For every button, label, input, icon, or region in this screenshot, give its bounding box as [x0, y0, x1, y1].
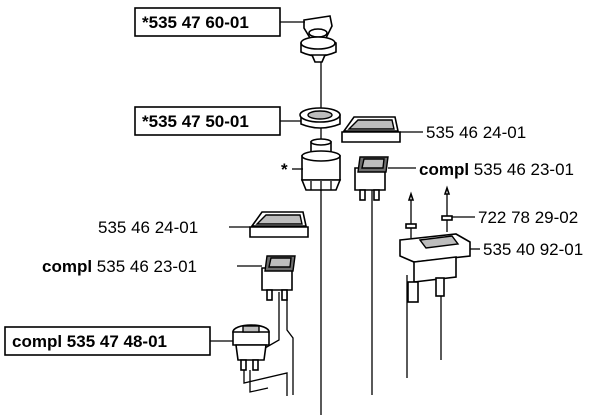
label-connector: compl 535 47 48-01	[12, 332, 167, 351]
left-switch-wire	[286, 292, 294, 395]
switch-body-part	[300, 138, 342, 191]
label-switch-left-number: 535 46 23-01	[97, 257, 197, 276]
label-regulator: 535 40 92-01	[483, 240, 583, 259]
label-box-nut	[134, 106, 281, 136]
label-cover-left: 535 46 24-01	[98, 218, 198, 237]
regulator-part	[399, 233, 471, 303]
key-switch-part	[300, 15, 337, 63]
connector-part	[232, 324, 270, 371]
label-switch-left: compl 535 46 23-01	[42, 257, 197, 276]
label-box-key-switch	[134, 7, 281, 37]
label-pin: 722 78 29-02	[478, 208, 578, 227]
connector-wire-2	[249, 370, 269, 393]
rocker-switch-left-part	[261, 255, 296, 301]
label-switch-top: compl 535 46 23-01	[419, 160, 574, 179]
label-cover-top: 535 46 24-01	[426, 123, 526, 142]
label-key-switch: *535 47 60-01	[142, 13, 249, 32]
rubber-cover-left-part	[249, 211, 309, 238]
label-asterisk: *	[281, 160, 288, 179]
pin-part-right	[441, 185, 453, 232]
rocker-switch-top-part	[354, 156, 389, 201]
label-switch-top-number: 535 46 23-01	[474, 160, 574, 179]
label-switch-left-prefix: compl	[42, 257, 92, 276]
pin-part-left	[405, 191, 417, 238]
label-switch-top-prefix: compl	[419, 160, 469, 179]
rubber-cover-top-part	[341, 116, 401, 143]
nut-part	[299, 107, 341, 129]
label-nut: *535 47 50-01	[142, 112, 249, 131]
connector-wire	[243, 370, 288, 396]
